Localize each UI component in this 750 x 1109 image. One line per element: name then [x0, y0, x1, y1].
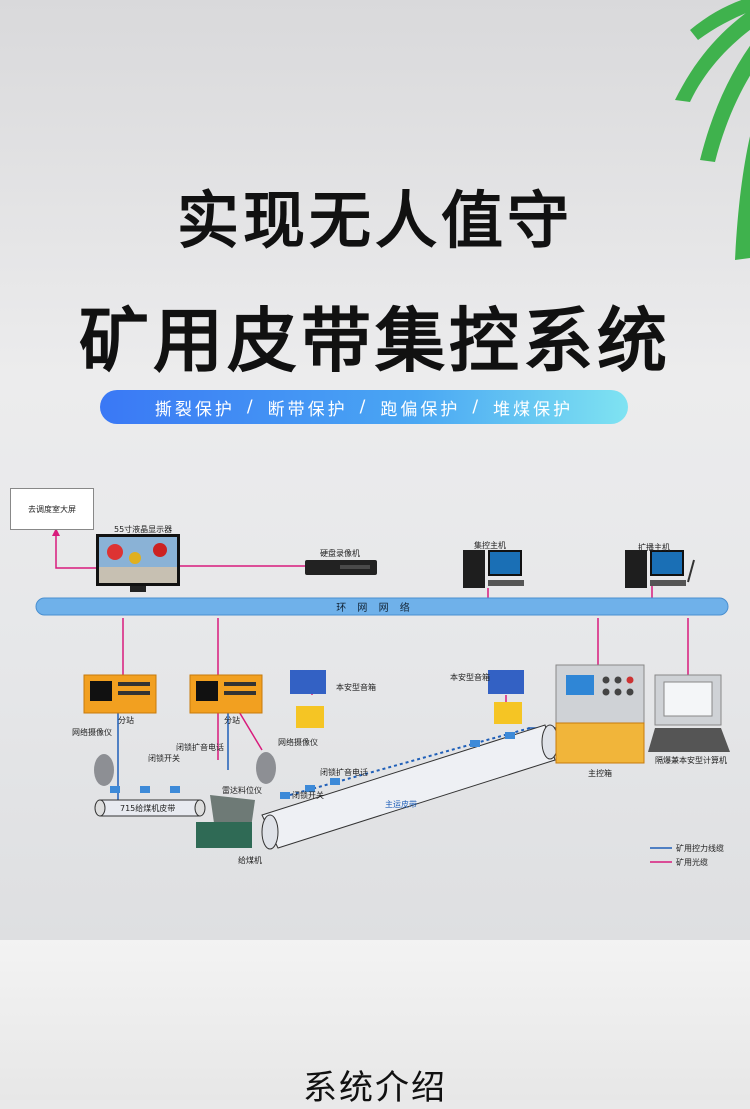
- feeder-machine-icon: [196, 795, 255, 848]
- feature-break: 断带保护: [267, 399, 348, 420]
- legend-control-label: 矿用控力线缆: [676, 844, 724, 853]
- main-belt-icon: [261, 724, 559, 850]
- explosion-proof-computer-icon: [648, 674, 730, 752]
- label-main-box: 主控箱: [588, 769, 612, 778]
- label-feeder-belt: 715给煤机皮带: [120, 804, 176, 813]
- title-line-1: 实现无人值守: [176, 184, 573, 257]
- camera-mid-icon: [256, 752, 276, 784]
- substation-2-icon: [189, 674, 263, 714]
- system-diagram: [35, 528, 730, 863]
- lcd-tv-icon: [96, 534, 180, 592]
- feature-separator: /: [246, 397, 256, 417]
- control-pc-icon: [463, 550, 524, 588]
- label-camera-mid: 网络摄像仪: [278, 738, 318, 747]
- label-computer: 隔爆兼本安型计算机: [655, 756, 727, 765]
- main-control-box-icon: [555, 664, 645, 764]
- label-substation-1: 分站: [118, 716, 134, 725]
- label-dvr: 硬盘录像机: [320, 549, 360, 558]
- feeder-belt-icon: [94, 799, 206, 817]
- camera-left-icon: [94, 754, 114, 786]
- feature-coal-pile: 堆煤保护: [493, 399, 574, 420]
- label-camera-left: 网络摄像仪: [72, 728, 112, 737]
- label-lock-phone-right: 闭锁扩音电话: [320, 768, 368, 777]
- feature-separator: /: [359, 397, 369, 417]
- dispatch-screen-box: 去调度室大屏: [10, 488, 94, 530]
- speaker-left-icon: [290, 670, 326, 728]
- section-title: 系统介绍: [303, 1068, 447, 1108]
- palm-leaf-decoration: [675, 0, 750, 260]
- ring-network-label: 环 网 网 络: [336, 603, 414, 614]
- lower-section: [0, 940, 750, 1100]
- label-broadcast-host: 扩播主机: [638, 543, 670, 552]
- substation-1-icon: [83, 674, 157, 714]
- feature-separator: /: [472, 397, 482, 417]
- broadcast-pc-icon: [625, 550, 695, 588]
- label-radar: 雷达料位仪: [222, 786, 262, 795]
- label-feeder: 给煤机: [238, 856, 262, 865]
- feature-pill: 撕裂保护 / 断带保护 / 跑偏保护 / 堆煤保护: [100, 390, 628, 424]
- feature-tear: 撕裂保护: [154, 399, 235, 420]
- label-speaker-left: 本安型音箱: [336, 683, 376, 692]
- speaker-right-icon: [488, 670, 524, 724]
- label-lock-switch-right: 闭锁开关: [292, 791, 324, 800]
- label-lcd-display: 55寸液晶显示器: [114, 525, 173, 534]
- hero-banner: 实现无人值守 矿用皮带集控系统 撕裂保护 / 断带保护 / 跑偏保护 / 堆煤保…: [0, 0, 750, 940]
- feature-deviation: 跑偏保护: [380, 399, 461, 420]
- legend-fiber-label: 矿用光缆: [676, 858, 708, 867]
- label-main-belt: 主运皮带: [385, 800, 417, 809]
- belt-sensor-icons: [110, 732, 515, 799]
- label-speaker-right: 本安型音箱: [450, 673, 490, 682]
- label-lock-phone-left: 闭锁扩音电话: [176, 743, 224, 752]
- label-control-host: 集控主机: [474, 541, 506, 550]
- label-substation-2: 分站: [224, 716, 240, 725]
- title-line-2: 矿用皮带集控系统: [79, 299, 671, 382]
- label-lock-switch-left: 闭锁开关: [148, 754, 180, 763]
